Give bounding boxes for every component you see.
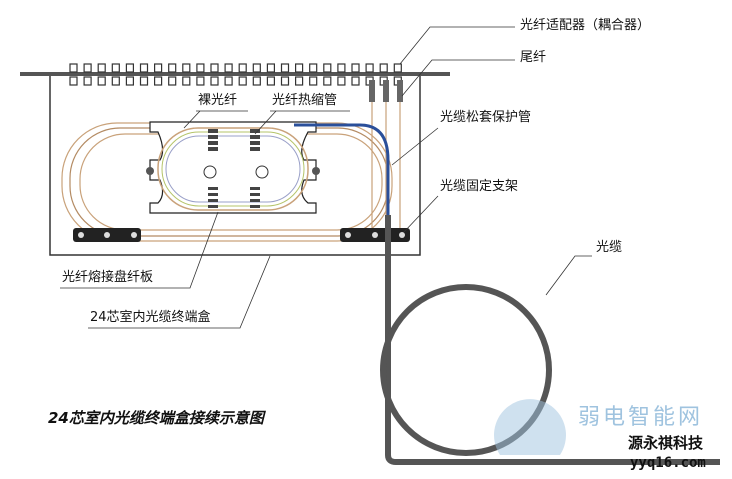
label-splice-tray: 光纤熔接盘纤板	[62, 270, 154, 285]
loose-tube	[294, 123, 390, 215]
adapter	[252, 63, 261, 73]
adapter	[69, 63, 78, 73]
pigtail-connectors	[369, 80, 403, 102]
adapter	[337, 63, 346, 73]
label-bare-fiber: 裸光纤	[198, 93, 238, 108]
adapter	[69, 76, 78, 86]
adapter	[309, 76, 318, 86]
adapter	[379, 63, 388, 73]
label-loose-tube: 光缆松套保护管	[440, 110, 532, 125]
adapter	[266, 63, 275, 73]
adapter	[337, 76, 346, 86]
label-pigtail: 尾纤	[520, 50, 547, 65]
adapter	[323, 76, 332, 86]
adapter	[295, 63, 304, 73]
adapter	[83, 63, 92, 73]
adapter	[224, 63, 233, 73]
diagram-title: 24芯室内光缆终端盒接续示意图	[48, 409, 264, 427]
adapter	[125, 63, 135, 73]
adapter	[323, 63, 332, 73]
adapter	[182, 76, 191, 86]
label-shrink-tube: 光纤热缩管	[272, 93, 338, 108]
adapter	[168, 76, 177, 86]
adapter	[351, 76, 360, 86]
adapter	[154, 76, 163, 86]
watermark-company: 源永祺科技	[628, 434, 704, 452]
adapter	[154, 63, 163, 73]
adapter	[309, 63, 318, 73]
adapter-row	[69, 63, 402, 86]
adapter	[111, 76, 120, 86]
label-terminal-box: 24芯室内光缆终端盒	[90, 310, 211, 325]
adapter	[280, 63, 290, 73]
adapter	[295, 76, 304, 86]
adapter	[83, 76, 92, 86]
adapter	[125, 76, 135, 86]
adapter	[196, 63, 205, 73]
adapter	[168, 63, 177, 73]
adapter	[182, 63, 191, 73]
adapter	[210, 76, 219, 86]
watermark-logo	[494, 399, 566, 455]
adapter	[252, 76, 261, 86]
adapter	[238, 76, 247, 86]
adapter	[365, 63, 374, 73]
leader-lines	[60, 26, 592, 329]
adapter	[97, 76, 106, 86]
watermark-site-name: 弱电智能网	[578, 405, 704, 430]
adapter	[139, 76, 149, 86]
label-cable: 光缆	[596, 240, 623, 255]
adapter	[210, 63, 219, 73]
splice-tray	[146, 121, 320, 214]
adapter	[139, 63, 149, 73]
label-adapter: 光纤适配器（耦合器）	[520, 18, 651, 33]
cable-loop	[380, 284, 552, 456]
watermark-url: yyq16.com	[630, 455, 706, 471]
adapter	[280, 76, 290, 86]
optical-cable	[385, 215, 720, 465]
adapter	[266, 76, 275, 86]
adapter	[238, 63, 247, 73]
adapter	[196, 76, 205, 86]
adapter	[97, 63, 106, 73]
adapter	[111, 63, 120, 73]
adapter	[224, 76, 233, 86]
adapter	[393, 63, 402, 73]
adapter	[351, 63, 360, 73]
label-cable-bracket: 光缆固定支架	[440, 179, 519, 194]
